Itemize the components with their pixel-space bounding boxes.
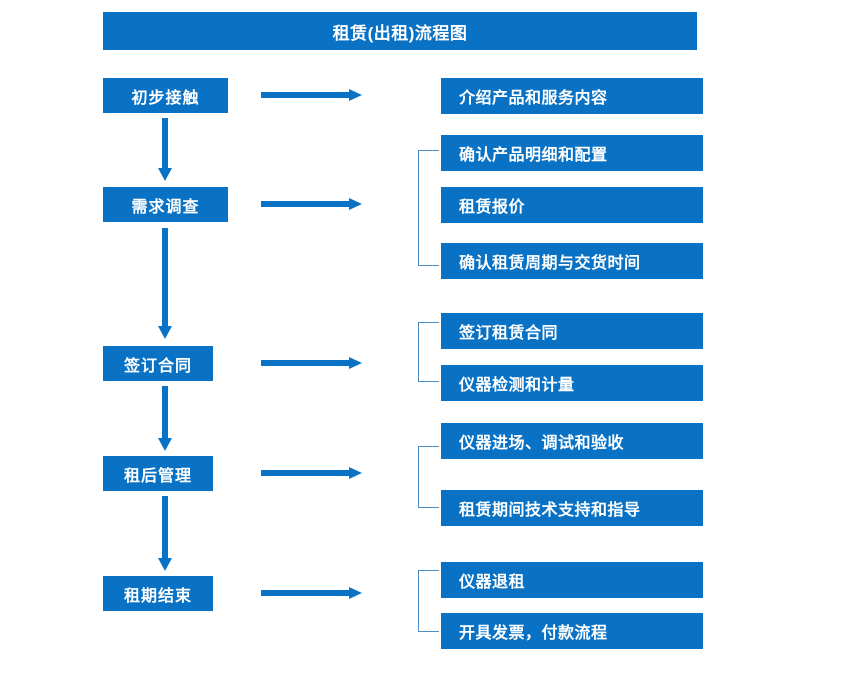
detail-box-7[interactable]: 仪器进场、调试和验收 xyxy=(441,423,703,459)
detail-box-3[interactable]: 租赁报价 xyxy=(441,187,703,223)
stage-box-zuqijieshu[interactable]: 租期结束 xyxy=(103,576,213,611)
detail-box-9[interactable]: 仪器退租 xyxy=(441,562,703,598)
horizontal-arrow-icon-4 xyxy=(261,466,363,480)
vertical-arrow-icon-4 xyxy=(155,496,175,572)
stage-box-qiandinghetong[interactable]: 签订合同 xyxy=(103,346,213,381)
horizontal-arrow-icon-3 xyxy=(261,356,363,370)
vertical-arrow-icon-1 xyxy=(155,118,175,182)
horizontal-arrow-icon-1 xyxy=(261,88,363,102)
stage-box-xuqiudiaocha[interactable]: 需求调查 xyxy=(103,187,228,222)
stage-box-zuhouguanli[interactable]: 租后管理 xyxy=(103,456,213,491)
vertical-arrow-icon-2 xyxy=(155,228,175,340)
detail-box-4[interactable]: 确认租赁周期与交货时间 xyxy=(441,243,703,279)
horizontal-arrow-icon-2 xyxy=(261,197,363,211)
group-bracket-zuqijieshu xyxy=(418,570,439,632)
group-bracket-qiandinghetong xyxy=(418,322,439,382)
stage-box-chubujiechu[interactable]: 初步接触 xyxy=(103,78,228,113)
detail-box-2[interactable]: 确认产品明细和配置 xyxy=(441,135,703,171)
detail-box-1[interactable]: 介绍产品和服务内容 xyxy=(441,78,703,114)
detail-box-5[interactable]: 签订租赁合同 xyxy=(441,313,703,349)
group-bracket-xuqiudiaocha xyxy=(418,150,439,266)
diagram-title: 租赁(出租)流程图 xyxy=(103,12,697,50)
horizontal-arrow-icon-5 xyxy=(261,586,363,600)
detail-box-10[interactable]: 开具发票，付款流程 xyxy=(441,613,703,649)
detail-box-6[interactable]: 仪器检测和计量 xyxy=(441,365,703,401)
vertical-arrow-icon-3 xyxy=(155,386,175,452)
detail-box-8[interactable]: 租赁期间技术支持和指导 xyxy=(441,490,703,526)
group-bracket-zuhouguanli xyxy=(418,446,439,508)
